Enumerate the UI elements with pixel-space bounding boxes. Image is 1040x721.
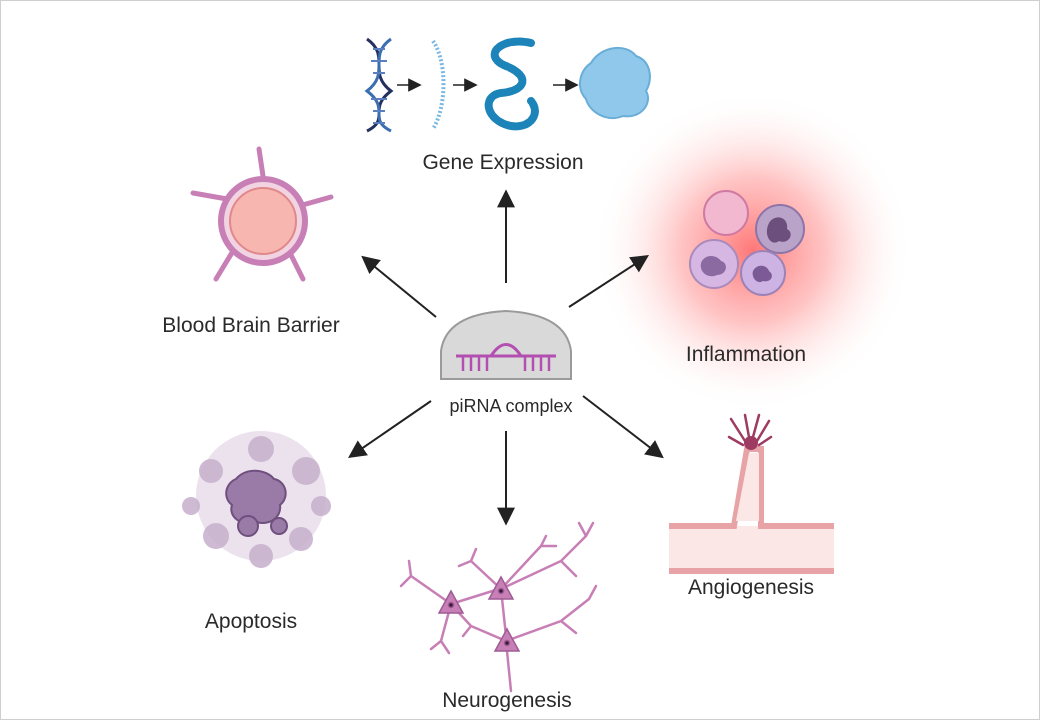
inflammation-glow [593, 91, 913, 411]
apoptosis-icon [182, 431, 331, 568]
neuron-bodies [437, 575, 521, 652]
neurogenesis-label: Neurogenesis [442, 689, 572, 712]
arrow-blood-brain-barrier [361, 255, 437, 318]
angiogenesis-label: Angiogenesis [687, 576, 815, 599]
arrow-inflammation [568, 255, 650, 308]
pirna-complex-icon [440, 309, 572, 380]
gene-expression-icons [364, 37, 651, 133]
blood-brain-barrier-label: Blood Brain Barrier [162, 314, 340, 337]
arrow-apoptosis [348, 400, 432, 459]
inflammation-label: Inflammation [685, 343, 807, 366]
angiogenesis-icon [669, 413, 834, 574]
inflammation-cells-icon [689, 190, 805, 296]
dna-icon [364, 37, 394, 133]
neurogenesis-icon [399, 521, 598, 693]
arrow-angiogenesis [582, 395, 664, 459]
peptide-icon [484, 37, 539, 131]
blood-brain-barrier-icon [190, 146, 334, 282]
apoptosis-label: Apoptosis [204, 610, 298, 633]
mrna-icon [431, 39, 446, 131]
protein-icon [579, 47, 651, 119]
center-label: piRNA complex [449, 396, 573, 416]
gene-expression-label: Gene Expression [422, 151, 584, 174]
arrows [348, 189, 664, 526]
